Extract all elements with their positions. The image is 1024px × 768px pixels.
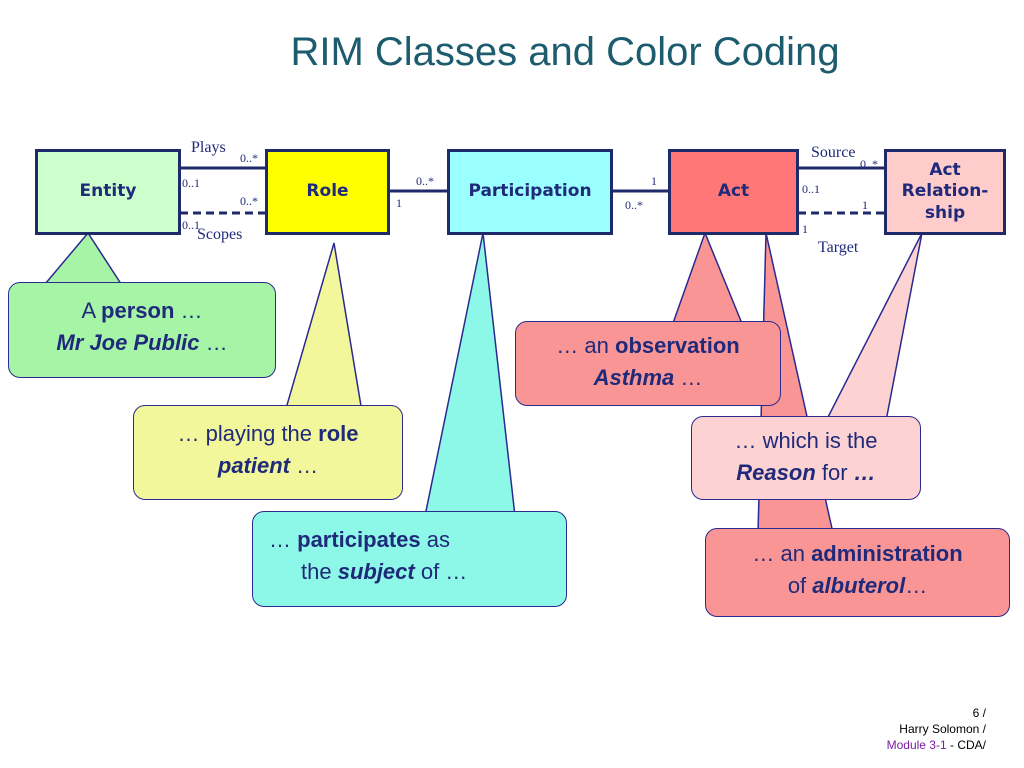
entity-class-label: Entity [79, 181, 137, 202]
role-participation-right-multiplicity: 0..* [416, 174, 434, 188]
target-actrel-multiplicity: 1 [862, 198, 868, 212]
participation-callout-line1: … participates as [269, 527, 450, 552]
role-callout: … playing the role patient … [133, 405, 403, 500]
plays-entity-multiplicity: 0..1 [182, 176, 200, 190]
administration-callout-line1: … an administration [752, 541, 963, 566]
author: Harry Solomon / [899, 722, 986, 737]
act-relationship-class: Act Relation- ship [884, 149, 1006, 235]
act-relationship-label-1: Act [929, 160, 961, 181]
act-participation-left-multiplicity: 0..* [625, 198, 643, 212]
participation-callout: … participates as the subject of … [252, 511, 567, 607]
scopes-entity-multiplicity: 0..1 [182, 218, 200, 232]
observation-callout-line2: Asthma … [593, 364, 703, 390]
role-class-label: Role [306, 181, 349, 202]
act-relationship-label-2: Relation- [901, 181, 989, 202]
act-relationship-label-3: ship [924, 202, 966, 223]
entity-callout-line1: A person … [81, 298, 203, 323]
role-class: Role [265, 149, 390, 235]
role-callout-line2: patient … [217, 452, 319, 478]
role-participation-left-multiplicity: 1 [396, 196, 402, 210]
page-number: 6 / [972, 706, 986, 720]
observation-callout-pointer [670, 230, 745, 327]
plays-label: Plays [191, 139, 226, 156]
role-callout-line1: … playing the role [177, 421, 359, 446]
target-act-multiplicity: 1 [802, 222, 808, 236]
slide-title: RIM Classes and Color Coding [290, 30, 840, 74]
observation-callout: … an observation Asthma … [515, 321, 781, 406]
administration-callout-line2: of albuterol… [787, 572, 928, 598]
actrel-callout-line1: … which is the [734, 428, 878, 453]
entity-class: Entity [35, 149, 181, 235]
entity-callout: A person … Mr Joe Public … [8, 282, 276, 378]
role-callout-pointer [284, 242, 363, 413]
source-label: Source [811, 144, 856, 161]
target-label: Target [818, 239, 859, 256]
participation-class: Participation [447, 149, 613, 235]
observation-callout-line1: … an observation [556, 333, 740, 358]
module-line: Module 3-1 - CDA/ [886, 738, 986, 753]
participation-callout-line2: the subject of … [301, 558, 468, 584]
module-link[interactable]: Module 3-1 [886, 738, 947, 753]
plays-role-multiplicity: 0..* [240, 151, 258, 165]
source-actrel-multiplicity: 0..* [860, 157, 878, 171]
scopes-label: Scopes [197, 226, 243, 243]
actrel-callout: … which is the Reason for … [691, 416, 921, 500]
slide-footer: 6 / Harry Solomon / Module 3-1 - CDA/ [887, 705, 986, 754]
act-class-label: Act [717, 181, 750, 202]
source-act-multiplicity: 0..1 [802, 182, 820, 196]
scopes-role-multiplicity: 0..* [240, 194, 258, 208]
act-participation-right-multiplicity: 1 [651, 174, 657, 188]
administration-callout: … an administration of albuterol… [705, 528, 1010, 617]
actrel-callout-line2: Reason for … [736, 459, 876, 485]
actrel-callout-pointer [824, 232, 923, 422]
participation-callout-pointer [424, 232, 516, 517]
participation-class-label: Participation [468, 181, 592, 202]
entity-callout-line2: Mr Joe Public … [56, 329, 228, 355]
act-class: Act [668, 149, 799, 235]
